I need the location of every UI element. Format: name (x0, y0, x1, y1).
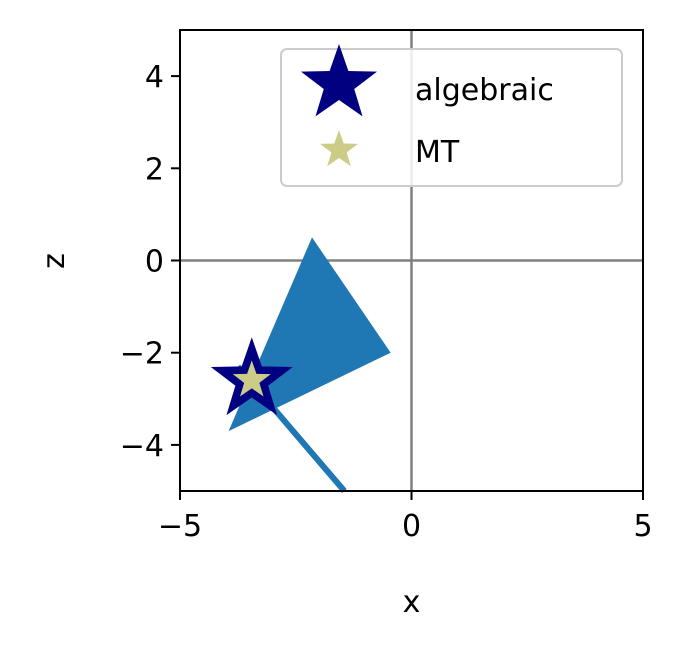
x-tick-label: −5 (158, 509, 202, 544)
point-mt (232, 360, 271, 397)
y-axis-label: z (37, 253, 72, 269)
legend-box (280, 48, 623, 187)
legend-marker-mt (319, 130, 359, 167)
x-axis-ticks: −5 0 5 (158, 491, 653, 544)
y-tick-label: −2 (120, 337, 164, 372)
y-tick-label: −4 (120, 429, 164, 464)
y-tick-label: 4 (145, 60, 164, 95)
legend-label-mt: MT (415, 135, 460, 170)
legend-marker-algebraic (300, 44, 378, 117)
y-axis-ticks: −4 −2 0 2 4 (120, 60, 180, 464)
x-axis-label: x (403, 585, 421, 620)
legend-label-algebraic: algebraic (415, 73, 554, 108)
y-tick-label: 2 (145, 152, 164, 187)
x-tick-label: 5 (633, 509, 652, 544)
legend: algebraic MT (280, 44, 623, 187)
legend-markers (300, 44, 378, 167)
x-tick-label: 0 (402, 509, 421, 544)
y-tick-label: 0 (145, 245, 164, 280)
data-markers (210, 337, 293, 416)
